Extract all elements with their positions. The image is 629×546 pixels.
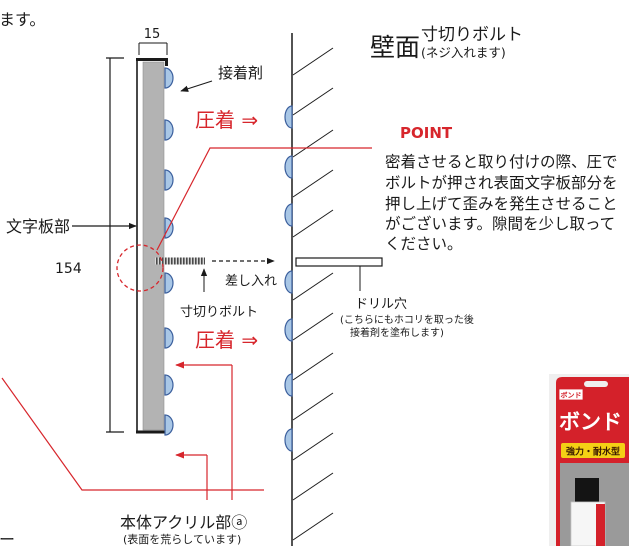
height-dimension: 154 <box>55 57 124 433</box>
point-text-line: 密着させると取り付けの際、圧で <box>385 153 618 171</box>
product-tube-stripe <box>596 504 605 546</box>
sign-assembly <box>136 58 168 434</box>
height-dimension-label: 154 <box>55 261 82 277</box>
acrylic-body-label: 本体アクリル部ⓐ <box>120 513 247 532</box>
adhesive-dab <box>284 270 293 294</box>
product-label-text: 強力・耐水型 <box>566 446 620 458</box>
wall-hatch-line <box>292 352 334 381</box>
point-text-line: 押し上げて歪みを発生させること <box>385 195 618 213</box>
press-label-bottom: 圧着 ⇒ <box>195 328 258 352</box>
adhesive-dab <box>164 414 174 436</box>
threaded-bolt <box>155 257 205 265</box>
wall-bolt-note: (ネジ入れます) <box>421 45 506 60</box>
adhesive-dab <box>164 67 174 89</box>
wall <box>291 33 334 546</box>
adhesive-dab <box>284 203 293 227</box>
sign-board-label: 文字板部 <box>6 217 70 236</box>
press-label-top: 圧着 ⇒ <box>195 108 258 132</box>
wall-hatch-line <box>292 472 334 501</box>
top-left-text-fragment: ます。 <box>0 10 45 29</box>
wall-hatch-line <box>292 169 334 198</box>
adhesive-dab <box>284 155 293 179</box>
drill-hole-label: ドリル穴 <box>355 297 407 312</box>
point-title: POINT <box>400 124 453 142</box>
wall-bolt-label: 寸切りボルト <box>421 25 523 45</box>
adhesive-dab <box>164 272 174 294</box>
wall-hatch-line <box>292 392 334 421</box>
adhesive-dab <box>164 374 174 396</box>
thickness-dimension: 15 <box>138 27 168 55</box>
adhesive-pointer-arrow <box>180 80 213 92</box>
acrylic-body-note: (表面を荒らしています) <box>123 532 241 546</box>
point-text-line: ください。 <box>385 235 463 253</box>
wall-hatch-line <box>292 272 334 301</box>
bottom-left-text-fragment: ー <box>0 530 15 546</box>
drill-hole-note-line-2: 接着剤を塗布します) <box>350 326 444 339</box>
wall-adhesive-dabs <box>284 105 293 452</box>
drill-hole-note-line-1: (こちらにもホコリを取った後 <box>340 313 474 326</box>
point-text-line: ボルトが押され表面文字板部分を <box>385 174 618 192</box>
drill-hole-plate <box>295 257 383 267</box>
wall-hatch-line <box>292 129 334 158</box>
product-hang-hole <box>584 381 608 387</box>
sign-board-panel <box>142 61 165 431</box>
product-yellow-label <box>561 443 625 458</box>
wall-title: 壁面 <box>370 33 420 62</box>
point-leader-line <box>156 147 372 251</box>
adhesive-dab <box>284 105 293 129</box>
adhesive-dab <box>164 169 174 191</box>
wall-hatch-line <box>292 512 334 541</box>
adhesive-dab <box>164 327 174 349</box>
product-name: ボンド <box>559 410 622 434</box>
adhesive-dab <box>284 318 293 342</box>
acrylic-body-leaders <box>1 361 264 500</box>
product-badge-text: ボンド <box>561 391 582 400</box>
bolt-label: 寸切りボルト <box>180 305 258 320</box>
product-badge <box>558 388 584 401</box>
wall-hatch-line <box>292 432 334 461</box>
wall-hatch-line <box>292 47 334 76</box>
adhesive-dab <box>284 373 293 397</box>
point-text-line: がございます。隙間を少し取って <box>385 214 615 233</box>
bond-product-image: ボンド ボンド 強力・耐水型 <box>549 374 629 546</box>
wall-hatch-line <box>292 87 334 116</box>
product-tube-cap <box>575 478 599 502</box>
adhesive-dab <box>164 119 174 141</box>
thickness-dimension-label: 15 <box>144 27 161 42</box>
insert-label: 差し入れ <box>225 274 277 289</box>
sign-adhesive-dabs <box>164 67 174 436</box>
adhesive-label: 接着剤 <box>218 64 263 82</box>
wall-hatch-line <box>292 209 334 238</box>
adhesive-dab <box>284 428 293 452</box>
point-highlight-circle <box>116 244 164 292</box>
wall-hatch-line <box>292 312 334 341</box>
acrylic-leader-diagonal <box>1 377 264 491</box>
